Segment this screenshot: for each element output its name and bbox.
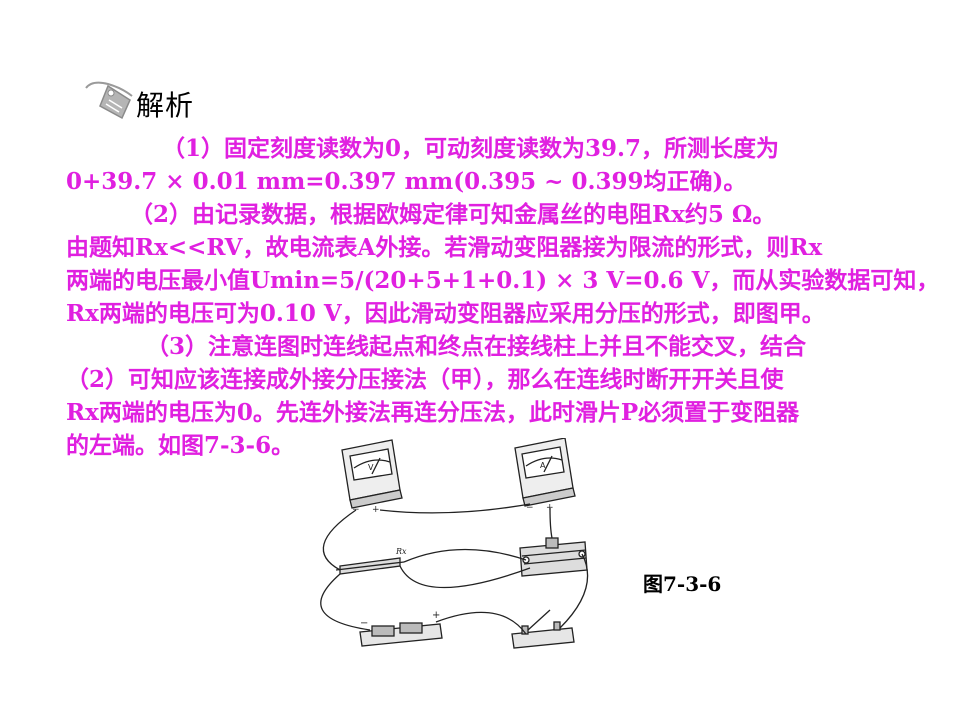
resistor-label: Rx [395, 547, 407, 556]
tag-icon [85, 81, 133, 120]
section-header: 解析 [78, 78, 208, 122]
p2-line1-text: （2）由记录数据，根据欧姆定律可知金属丝的电阻Rx约5 Ω。 [130, 201, 776, 228]
p2-line3: 两端的电压最小值Umin=5/(20+5+1+0.1) × 3 V=0.6 V，… [66, 267, 940, 294]
p1-line1: （1）固定刻度读数为0，可动刻度读数为39.7，所测长度为 [66, 132, 926, 165]
circuit-drawing: V − + A − + Rx [320, 437, 589, 649]
figure-caption: 图7-3-6 [643, 572, 722, 596]
voltmeter-plus: + [372, 505, 380, 515]
resistor-rx: Rx [335, 547, 407, 575]
analysis-text: （1）固定刻度读数为0，可动刻度读数为39.7，所测长度为 0+39.7 × 0… [66, 132, 940, 462]
voltmeter-label: V [368, 463, 374, 472]
p1-line1-text: （1）固定刻度读数为0，可动刻度读数为39.7，所测长度为 [162, 135, 780, 162]
circuit-figure: V − + A − + Rx [300, 437, 600, 650]
voltmeter: V − + [341, 439, 403, 515]
p3-line1: （3）注意连图时连线起点和终点在接线柱上并且不能交叉，结合 [66, 330, 926, 363]
wires [320, 503, 589, 635]
ammeter-minus: − [526, 503, 534, 513]
battery-minus: − [360, 618, 368, 629]
p2-line2: 由题知Rx<<RV，故电流表A外接。若滑动变阻器接为限流的形式，则Rx [66, 234, 823, 261]
battery-plus: + [432, 610, 440, 621]
ammeter-label: A [540, 461, 546, 470]
section-title: 解析 [136, 89, 195, 122]
p3-line4: 的左端。如图7-3-6。 [66, 432, 295, 459]
p3-line2: （2）可知应该连接成外接分压接法（甲），那么在连线时断开开关且使 [66, 366, 784, 393]
p3-line1-text: （3）注意连图时连线起点和终点在接线柱上并且不能交叉，结合 [146, 333, 807, 360]
switch [511, 609, 575, 649]
p3-line3: Rx两端的电压为0。先连外接法再连分压法，此时滑片P必须置于变阻器 [66, 399, 800, 426]
rheostat [519, 537, 588, 577]
p1-line2: 0+39.7 × 0.01 mm=0.397 mm(0.395 ~ 0.399均… [66, 168, 747, 195]
p2-line4: Rx两端的电压可为0.10 V，因此滑动变阻器应采用分压的形式，即图甲。 [66, 300, 825, 327]
ammeter: A − + [514, 437, 576, 513]
p2-line1: （2）由记录数据，根据欧姆定律可知金属丝的电阻Rx约5 Ω。 [66, 198, 926, 231]
battery: − + [359, 610, 443, 647]
